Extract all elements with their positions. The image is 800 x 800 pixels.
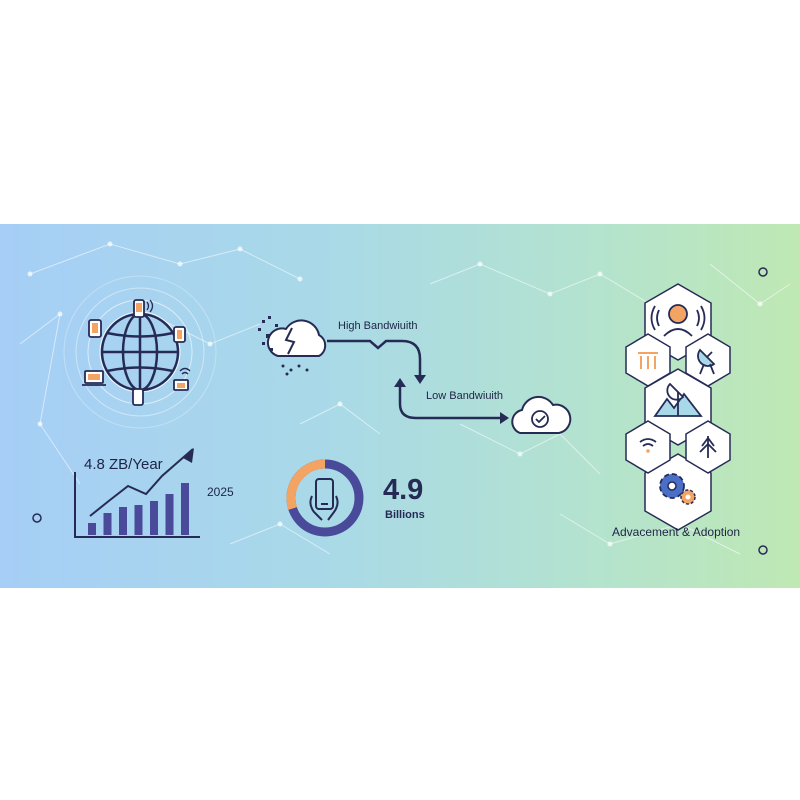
smartphone-icon <box>309 478 339 521</box>
traffic-year-label: 2025 <box>207 485 234 499</box>
satellite-dish-icon <box>697 348 716 375</box>
building-icon <box>638 352 658 369</box>
traffic-chart <box>74 448 200 538</box>
low-bandwidth-label: Low Bandwiuith <box>426 390 504 402</box>
infographic-art <box>19 241 791 555</box>
traffic-value-label: 4.8 ZB/Year <box>84 456 163 473</box>
device-icons <box>82 299 191 406</box>
chart-axes <box>74 472 200 538</box>
bar-1 <box>88 523 96 535</box>
arrowhead-right <box>500 412 509 424</box>
bar-4 <box>134 505 143 535</box>
person-wireless-icon <box>650 304 706 337</box>
users-unit: Billions <box>385 509 425 521</box>
phone-icon <box>132 388 144 406</box>
hex-tile <box>625 420 671 474</box>
donut-arc <box>286 459 326 510</box>
trend-line <box>89 448 194 517</box>
users-donut <box>286 459 364 537</box>
cloud-check-icon <box>511 395 572 434</box>
bar-6 <box>165 494 174 535</box>
wifi-icon <box>639 438 657 453</box>
trend-arrowhead <box>183 448 194 463</box>
mountain-antenna-icon <box>653 382 703 417</box>
bar-7 <box>181 483 189 535</box>
users-value: 4.9 <box>383 474 424 506</box>
node-dot <box>32 513 42 523</box>
node-dot <box>758 545 768 555</box>
background-network <box>19 241 791 555</box>
high-bandwidth-label: High Bandwiuith <box>338 320 418 332</box>
bar-2 <box>103 513 112 535</box>
gear-icon <box>659 473 696 505</box>
cloud-storm-icon <box>258 316 327 376</box>
hex-cluster <box>625 283 731 531</box>
infographic-banner: 4.8 ZB/Year 2025 High Bandwiuith Low Ban… <box>0 224 800 588</box>
arrowhead-up <box>394 378 406 387</box>
tower-icon <box>699 436 717 458</box>
adoption-label: Advacement & Adoption <box>612 525 741 539</box>
bandwidth-arrows <box>327 339 500 420</box>
node-dot <box>758 267 768 277</box>
bar-3 <box>119 507 127 535</box>
arrowhead-down <box>414 375 426 384</box>
bar-5 <box>150 501 158 535</box>
bar-layer <box>88 483 189 535</box>
